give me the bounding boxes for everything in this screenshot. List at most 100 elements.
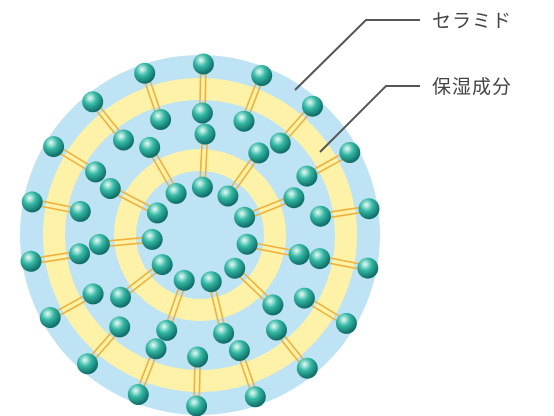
lipid-head (248, 142, 270, 164)
lipid-tail (284, 335, 304, 360)
lipid-head (233, 110, 255, 132)
lipid-tail (204, 74, 207, 104)
lipid-tail (156, 154, 175, 184)
lipid-head (296, 165, 318, 187)
lipid-tail (40, 251, 70, 258)
lipid-tail (235, 162, 256, 190)
lipid-tail (143, 358, 156, 387)
lipid-head (82, 283, 104, 305)
lipid-tail (230, 159, 252, 187)
lipid-head (251, 65, 273, 86)
lipid-tail (249, 85, 262, 114)
lipid-tail (239, 360, 251, 389)
lipid-tail (60, 153, 87, 170)
lipid-tail (96, 110, 116, 135)
lipid-head (141, 228, 163, 250)
lipid-tail (329, 206, 359, 213)
lipid-tail (329, 257, 359, 265)
lipid-head (186, 395, 208, 416)
lipid-tail (257, 242, 290, 251)
lipid-tail (313, 300, 340, 317)
lipid-head (262, 294, 284, 316)
lipid-head (296, 357, 318, 379)
ceramide-label: セラミド (432, 10, 512, 32)
lipid-head (139, 136, 161, 158)
lipid-head (113, 129, 134, 151)
lipid-head (134, 62, 156, 84)
lipid-head (335, 312, 357, 334)
lipid-head (150, 109, 172, 130)
lipid-tail (109, 237, 143, 242)
lipid-tail (41, 205, 71, 213)
lipid-tail (117, 194, 148, 212)
lipid-head (20, 250, 42, 272)
lipid-tail (239, 276, 265, 301)
lipid-head (110, 286, 131, 308)
lipid-tail (59, 300, 86, 316)
lipid-tail (42, 200, 72, 208)
lipid-tail (199, 143, 203, 177)
lipid-head (165, 182, 187, 204)
lipid-tail (198, 366, 201, 397)
lipid-head (310, 205, 331, 227)
lipid-head (293, 287, 315, 309)
moisturizing-label: 保湿成分 (432, 76, 512, 98)
lipid-head (127, 384, 149, 405)
lipid-tail (284, 111, 305, 135)
lipid-tail (252, 198, 284, 212)
lipid-head (357, 257, 379, 279)
lipid-tail (144, 83, 156, 112)
lipid-head (244, 386, 266, 408)
lipid-tail (109, 242, 143, 247)
lipid-tail (193, 366, 196, 396)
lipid-tail (256, 247, 289, 256)
lipid-head (145, 338, 167, 360)
lipid-head (339, 142, 361, 163)
lipid-tail (166, 288, 180, 321)
lipid-tail (57, 295, 84, 312)
lipid-head (213, 322, 235, 344)
lipid-head (151, 254, 173, 276)
lipid-head (236, 233, 258, 255)
lipid-head (283, 187, 305, 209)
lipid-head (302, 95, 323, 117)
lipid-tail (41, 257, 71, 264)
lipid-tail (199, 73, 202, 104)
lipid-tail (151, 157, 170, 187)
lipid-head (192, 53, 214, 75)
lipid-tail (126, 268, 154, 290)
lipid-head (39, 307, 61, 328)
lipid-head (82, 91, 104, 113)
lipid-tail (95, 335, 116, 359)
lipid-head (358, 198, 380, 220)
lipid-tail (149, 81, 161, 110)
lipid-tail (138, 356, 151, 385)
lipid-tail (330, 212, 360, 219)
lipid-tail (311, 304, 337, 322)
lipid-head (187, 346, 209, 368)
lipid-tail (280, 338, 300, 363)
lipid-head (88, 233, 110, 255)
moisturizing-leader-line (319, 85, 420, 153)
lipid-tail (244, 358, 256, 387)
lipid-head (269, 132, 291, 154)
lipid-tail (243, 272, 269, 297)
lipid-head (146, 202, 168, 224)
lipid-tail (129, 272, 157, 294)
lipid-head (266, 319, 287, 341)
lipid-tail (244, 83, 257, 112)
lipid-head (77, 353, 98, 375)
lipid-head (224, 257, 246, 279)
lipid-head (43, 136, 65, 158)
lipid-tail (210, 291, 220, 325)
lipid-head (85, 161, 107, 183)
lipid-head (109, 316, 131, 338)
lipid-tail (314, 154, 341, 170)
lipid-head (288, 243, 310, 265)
lipid-tail (120, 190, 151, 207)
lipid-head (228, 340, 250, 361)
ceramide-leader-line (294, 19, 420, 91)
lipid-tail (91, 332, 112, 356)
lipid-band-inner (114, 149, 286, 321)
